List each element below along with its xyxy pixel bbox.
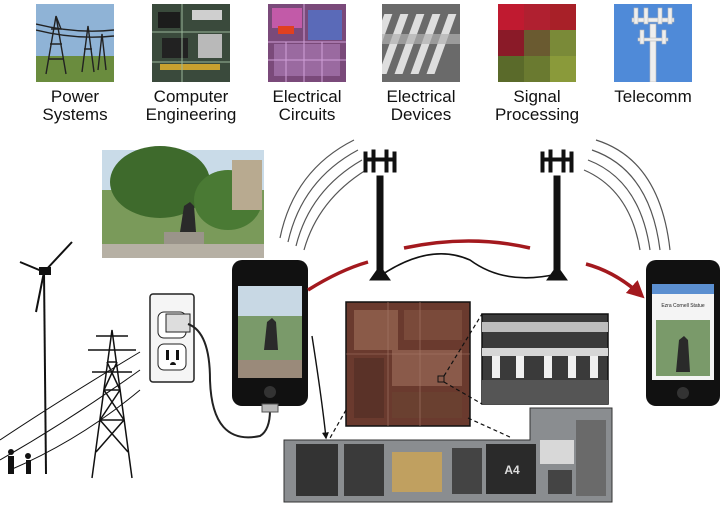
caption-line1: Telecomm — [614, 87, 692, 106]
caption-line2: Devices — [390, 105, 452, 124]
telecomm-tile — [614, 4, 692, 82]
caption-telecomm: Telecomm — [595, 88, 711, 106]
logic-board — [283, 407, 613, 503]
circuit-board-icon — [152, 4, 230, 82]
caption-line2: Systems — [42, 105, 108, 124]
caption-computer-engineering: Computer Engineering — [133, 88, 249, 124]
cell-tower-icon — [614, 4, 692, 82]
caption-power-systems: Power Systems — [17, 88, 133, 124]
electrical-devices-tile — [382, 4, 460, 82]
caption-line2: Processing — [494, 105, 580, 124]
signal-waves-right — [583, 139, 671, 251]
fiber-link — [379, 252, 558, 279]
signal-waves-left — [279, 139, 367, 251]
uplink-arrow — [307, 260, 369, 292]
caption-line1: Electrical — [386, 87, 456, 106]
statue-photo — [102, 146, 264, 258]
phone-screen-title: Ezra Cornell Statue — [661, 303, 705, 309]
cell-tower-left — [363, 149, 397, 281]
power-systems-tile — [36, 4, 114, 82]
right-smartphone — [646, 260, 720, 406]
phone-to-board-arrow — [311, 335, 329, 440]
pixel-image-icon — [498, 4, 576, 82]
charging-cable — [187, 323, 271, 439]
caption-electrical-circuits: Electrical Circuits — [249, 88, 365, 124]
signal-processing-tile — [498, 4, 576, 82]
downlink-arrow — [585, 262, 645, 299]
microstructure-icon — [382, 4, 460, 82]
power-lines-icon — [36, 4, 114, 82]
caption-line1: Electrical — [272, 87, 342, 106]
wall-outlet — [149, 293, 195, 383]
backhaul-arc — [403, 239, 531, 250]
transmission-tower — [0, 329, 141, 479]
caption-line1: Computer — [153, 87, 229, 106]
caption-line1: Power — [50, 87, 100, 106]
electrical-circuits-tile — [268, 4, 346, 82]
transistor-cross-section — [481, 313, 609, 405]
caption-electrical-devices: Electrical Devices — [363, 88, 479, 124]
computer-engineering-tile — [152, 4, 230, 82]
wind-turbine — [19, 241, 73, 475]
caption-signal-processing: Signal Processing — [479, 88, 595, 124]
cell-tower-right — [540, 149, 574, 281]
caption-line2: Engineering — [145, 105, 237, 124]
zoom-lines — [329, 313, 513, 439]
chip-label: A4 — [504, 463, 520, 477]
chip-layout-icon — [268, 4, 346, 82]
line-workers — [8, 449, 31, 474]
caption-line1: Signal — [513, 87, 561, 106]
processor-die — [345, 301, 471, 427]
left-smartphone — [232, 260, 308, 413]
caption-line2: Circuits — [278, 105, 336, 124]
